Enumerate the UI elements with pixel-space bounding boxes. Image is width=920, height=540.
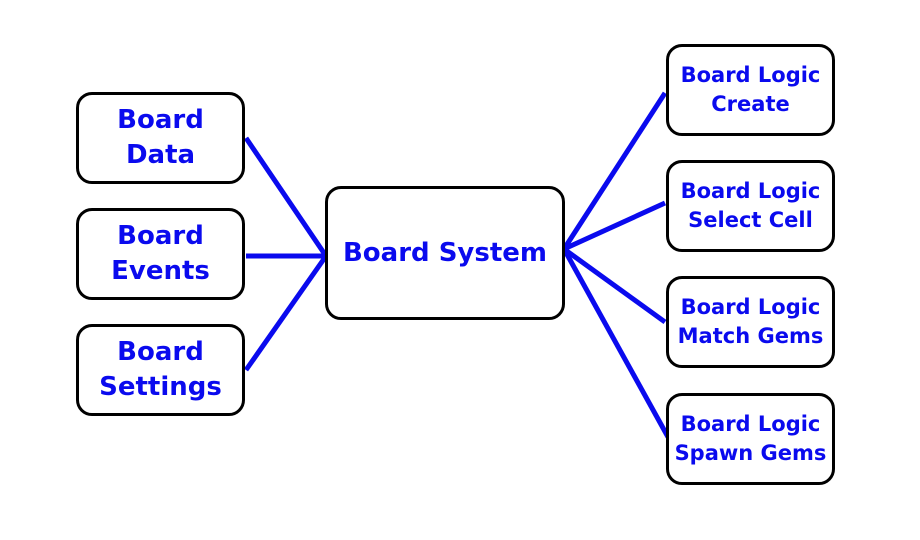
- node-logic-create-line2: Create: [711, 92, 790, 116]
- node-board-system-label: Board System: [342, 238, 547, 268]
- node-logic-match-gems-line1: Board Logic: [680, 295, 821, 319]
- node-board-events: Board Events: [76, 208, 245, 300]
- node-logic-match-gems-line2: Match Gems: [677, 324, 824, 348]
- node-logic-spawn-gems-line2: Spawn Gems: [674, 441, 827, 465]
- connector-board-settings: [243, 254, 329, 372]
- connector-logic-select-cell: [562, 200, 667, 252]
- connector-logic-create: [561, 91, 668, 251]
- node-board-settings-line1: Board: [117, 337, 204, 367]
- node-board-events-line1: Board: [117, 221, 204, 251]
- connector-board-data: [243, 136, 329, 258]
- node-logic-spawn-gems-line1: Board Logic: [680, 412, 821, 436]
- node-board-events-line2: Events: [111, 256, 210, 286]
- node-logic-select-cell-line2: Select Cell: [688, 208, 813, 232]
- node-board-data-line2: Data: [125, 140, 196, 170]
- node-board-settings: Board Settings: [76, 324, 245, 416]
- node-logic-create-line1: Board Logic: [680, 63, 821, 87]
- node-board-data: Board Data: [76, 92, 245, 184]
- node-logic-spawn-gems: Board Logic Spawn Gems: [666, 393, 835, 485]
- node-logic-create: Board Logic Create: [666, 44, 835, 136]
- node-board-settings-line2: Settings: [99, 372, 222, 402]
- node-logic-select-cell-line1: Board Logic: [680, 179, 821, 203]
- connector-logic-match-gems: [562, 246, 667, 325]
- node-board-data-line1: Board: [117, 105, 204, 135]
- connector-logic-spawn-gems: [561, 247, 671, 439]
- node-board-system: Board System: [325, 186, 565, 320]
- node-logic-match-gems: Board Logic Match Gems: [666, 276, 835, 368]
- node-logic-select-cell: Board Logic Select Cell: [666, 160, 835, 252]
